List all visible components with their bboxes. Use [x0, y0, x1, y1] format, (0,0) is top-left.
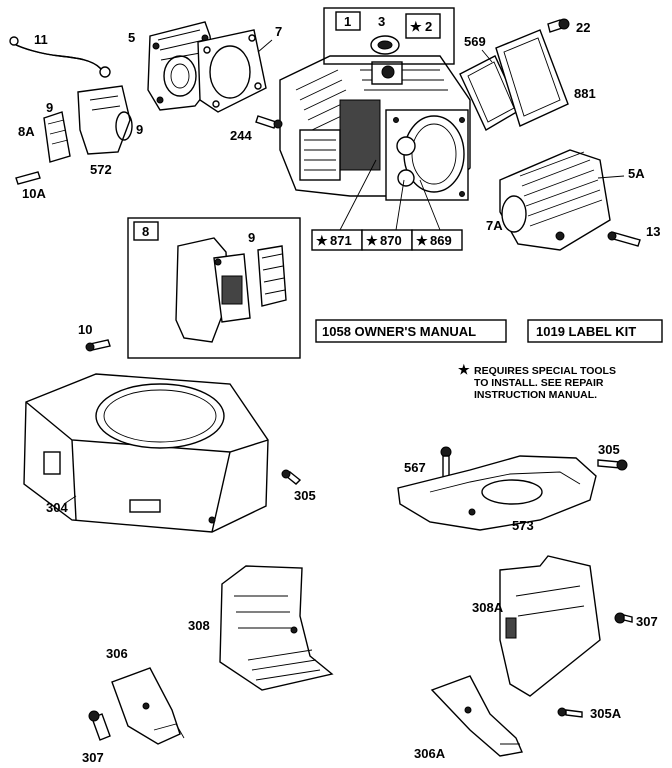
label-572: 572 — [90, 162, 112, 177]
label-306A: 306A — [414, 746, 446, 761]
note-line-3: INSTRUCTION MANUAL. — [474, 389, 597, 401]
part-305-screw-left — [281, 469, 302, 485]
label-7: 7 — [275, 24, 282, 39]
part-7-head-gasket — [197, 29, 267, 113]
label-573: 573 — [512, 518, 534, 533]
label-10: 10 — [78, 322, 92, 337]
star-871: ★ — [316, 233, 328, 248]
part-305-screw-right — [597, 459, 628, 471]
label-5: 5 — [128, 30, 135, 45]
label-871: 871 — [330, 233, 352, 248]
label-2: 2 — [425, 19, 432, 34]
part-10A-screw — [15, 171, 41, 185]
label-9-right: 9 — [136, 122, 143, 137]
part-881-cover — [495, 29, 569, 127]
part-304-blower-housing — [23, 373, 269, 533]
owners-manual-text: 1058 OWNER'S MANUAL — [322, 324, 476, 339]
label-244: 244 — [230, 128, 252, 143]
label-881: 881 — [574, 86, 596, 101]
kit-box-1 — [323, 7, 455, 65]
label-3: 3 — [378, 14, 385, 29]
label-308: 308 — [188, 618, 210, 633]
short-block-engine — [279, 55, 471, 201]
kit-box-8 — [127, 217, 301, 359]
label-569: 569 — [464, 34, 486, 49]
note-line-2: TO INSTALL. SEE REPAIR — [474, 377, 604, 389]
label-304: 304 — [46, 500, 68, 515]
label-305-right: 305 — [598, 442, 620, 457]
part-306A-shield — [430, 675, 523, 757]
kit-2-label-box — [405, 13, 441, 39]
star-869: ★ — [416, 233, 428, 248]
star-2: ★ — [410, 19, 422, 34]
part-244-bolt — [255, 115, 283, 129]
part-567-bolt — [440, 446, 452, 481]
note-line-1: REQUIRES SPECIAL TOOLS — [474, 365, 616, 377]
note-star: ★ — [458, 362, 470, 377]
label-kit-text: 1019 LABEL KIT — [536, 324, 636, 339]
label-306: 306 — [106, 646, 128, 661]
label-kit-box — [527, 319, 663, 343]
label-8A: 8A — [18, 124, 35, 139]
label-567: 567 — [404, 460, 426, 475]
part-306-shield — [111, 667, 185, 745]
part-10-screw — [85, 339, 111, 352]
label-308A: 308A — [472, 600, 504, 615]
label-869: 869 — [430, 233, 452, 248]
label-7A: 7A — [486, 218, 503, 233]
part-308A-cylinder-shield — [499, 555, 601, 697]
label-307-right: 307 — [636, 614, 658, 629]
kit-8-label-box — [133, 221, 159, 241]
label-305A: 305A — [590, 706, 622, 721]
label-9-box: 9 — [248, 230, 255, 245]
part-307-screw-right — [614, 612, 633, 624]
label-870: 870 — [380, 233, 402, 248]
label-13: 13 — [646, 224, 660, 239]
part-9-carb-block — [257, 245, 287, 307]
star-870: ★ — [366, 233, 378, 248]
part-22-screw — [547, 18, 570, 33]
part-11-fuel-line — [9, 36, 111, 78]
part-308-cylinder-shield — [219, 565, 334, 691]
part-13-bolt — [607, 231, 641, 247]
part-305A-screw — [557, 707, 583, 718]
part-3-oil-seal — [370, 35, 400, 55]
label-305-left: 305 — [294, 488, 316, 503]
label-1: 1 — [344, 14, 351, 29]
part-573-air-baffle — [397, 455, 597, 531]
label-5A: 5A — [628, 166, 645, 181]
label-8: 8 — [142, 224, 149, 239]
label-11: 11 — [34, 32, 48, 47]
part-572-intake-bracket — [77, 85, 133, 155]
part-8-intake-manifold — [175, 237, 251, 343]
kit-1-label-box — [335, 11, 361, 31]
label-9-left: 9 — [46, 100, 53, 115]
kit-box-869 — [411, 229, 463, 251]
label-22: 22 — [576, 20, 590, 35]
owners-manual-box — [315, 319, 507, 343]
label-307-left: 307 — [82, 750, 104, 765]
part-307-screw-left — [88, 710, 111, 741]
label-10A: 10A — [22, 186, 46, 201]
part-5A-cylinder-head — [499, 149, 611, 251]
part-8A-carburetor-block — [43, 111, 71, 163]
